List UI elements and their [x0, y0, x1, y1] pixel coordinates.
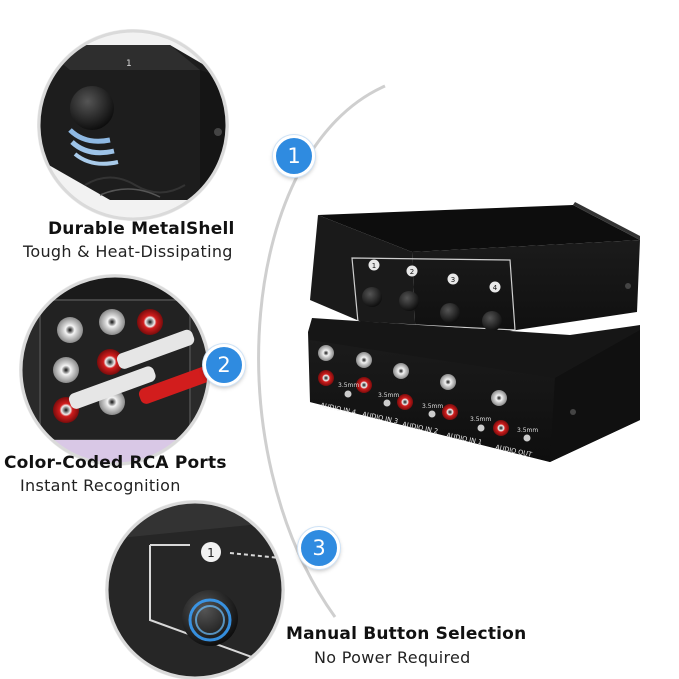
- device-button-number: 2: [410, 268, 414, 276]
- jack-label: 3.5mm: [422, 403, 443, 410]
- feature-badge-1: 1: [273, 135, 315, 177]
- device-knob-icon: [362, 287, 382, 307]
- shell-number-mark: 1: [126, 59, 132, 69]
- zoom-button-number-label: 1: [207, 546, 215, 560]
- feature-badge-3: 3: [298, 527, 340, 569]
- device-button-number: 4: [493, 284, 498, 292]
- device-button-number: 3: [451, 276, 455, 284]
- feature-1-title: Durable MetalShell: [48, 219, 235, 239]
- audio-switch-device: 1 2 3 4 AUDIO SWITCH: [308, 202, 640, 462]
- feature-1-subtitle: Tough & Heat-Dissipating: [23, 242, 233, 261]
- zoom-circle-metal-shell: 1: [37, 29, 229, 221]
- feature-badge-2: 2: [203, 344, 245, 386]
- jack-label: 3.5mm: [378, 392, 399, 399]
- device-knob-icon: [440, 303, 460, 323]
- zoom-circle-rca-ports: [19, 274, 211, 466]
- feature-3-subtitle: No Power Required: [314, 648, 471, 667]
- rca-ports: 3.5mm 3.5mm 3.5mm 3.5mm 3.5mm: [318, 345, 538, 442]
- jack-label: 3.5mm: [517, 427, 538, 434]
- zoom-circle-button: 1: [105, 500, 285, 679]
- knob-icon: [70, 86, 114, 130]
- feature-2-title: Color-Coded RCA Ports: [4, 453, 227, 473]
- device-knob-icon: [482, 311, 502, 331]
- device-buttons: 1 2 3 4: [362, 259, 502, 331]
- device-knob-icon: [399, 291, 419, 311]
- device-button-number: 1: [372, 262, 376, 270]
- jack-label: 3.5mm: [338, 382, 359, 389]
- feature-3-title: Manual Button Selection: [286, 624, 527, 644]
- feature-2-subtitle: Instant Recognition: [20, 476, 181, 495]
- jack-label: 3.5mm: [470, 416, 491, 423]
- connecting-arc: [257, 84, 386, 618]
- device-top-face: [318, 205, 640, 252]
